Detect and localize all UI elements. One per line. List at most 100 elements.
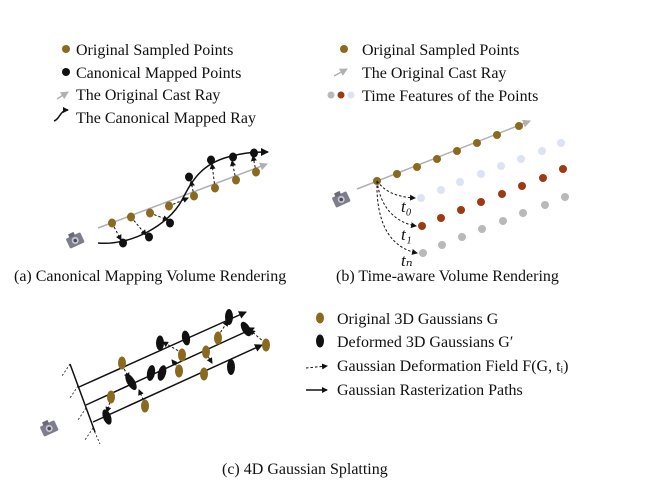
- gaussian: [102, 409, 112, 425]
- point: [146, 208, 154, 218]
- gaussian: [227, 359, 235, 375]
- gaussian: [157, 365, 167, 381]
- legend-a-gold-dot: [62, 45, 70, 53]
- point: [211, 183, 219, 193]
- gaussian: [156, 335, 164, 351]
- feature-point: [538, 147, 546, 155]
- legend-a-label-canonical-ray: The Canonical Mapped Ray: [76, 110, 256, 127]
- feature-point: [456, 178, 464, 186]
- time-arrows-b: [376, 180, 418, 255]
- original-points-b: [373, 122, 523, 185]
- feature-point: [477, 170, 485, 178]
- gaussian: [214, 331, 222, 345]
- legend-b-gray-ray-icon: [333, 68, 348, 77]
- gaussian: [107, 390, 115, 404]
- feature-point: [418, 222, 426, 230]
- gaussian: [240, 321, 252, 337]
- point: [413, 163, 421, 171]
- time-features-t1: [418, 165, 567, 230]
- plane-hatching: [61, 363, 101, 445]
- point: [165, 201, 173, 211]
- point: [252, 167, 260, 177]
- point: [493, 131, 501, 139]
- gaussian: [125, 373, 137, 391]
- time-label-t1: t₁: [401, 225, 412, 244]
- feature-point: [557, 139, 565, 147]
- time-label-t0: t₀: [401, 197, 412, 216]
- gaussian: [200, 367, 208, 381]
- original-points-a: [108, 167, 260, 228]
- legend-b-label-original-points: Original Sampled Points: [362, 42, 519, 59]
- legend-a-label-original-points: Original Sampled Points: [76, 42, 233, 59]
- legend-c-label-original: Original 3D Gaussians G: [337, 311, 499, 328]
- point: [127, 212, 135, 222]
- cast-ray-b: [356, 119, 531, 190]
- point: [190, 191, 198, 201]
- feature-point: [518, 182, 526, 190]
- legend-a: Original Sampled Points Canonical Mapped…: [53, 42, 256, 127]
- time-label-tn: tₙ: [401, 251, 413, 270]
- legend-a-label-canonical-points: Canonical Mapped Points: [76, 65, 241, 82]
- legend-b-label-time-features: Time Features of the Points: [362, 88, 538, 105]
- point: [433, 155, 441, 163]
- feature-point: [559, 165, 567, 173]
- point: [229, 152, 237, 162]
- feature-point: [561, 193, 569, 201]
- point: [473, 139, 481, 147]
- legend-c-gold-gaussian: [316, 312, 324, 324]
- diagram-c: [40, 309, 270, 445]
- legend-b-feature-red-dot: [337, 91, 345, 99]
- gaussian: [175, 364, 183, 378]
- gaussian: [225, 309, 233, 325]
- point: [393, 170, 401, 178]
- point: [108, 218, 116, 228]
- canonical-ray-a: [97, 148, 269, 245]
- feature-point: [519, 209, 527, 217]
- legend-c-label-deformed: Deformed 3D Gaussians G′: [337, 334, 513, 351]
- point: [185, 172, 193, 182]
- point: [166, 218, 174, 228]
- caption-b: (b) Time-aware Volume Rendering: [336, 268, 559, 285]
- legend-a-label-cast-ray: The Original Cast Ray: [76, 87, 220, 104]
- time-features-t0: [417, 139, 565, 202]
- feature-point: [437, 186, 445, 194]
- time-features-tn: [419, 193, 569, 257]
- legend-b: Original Sampled Points The Original Cas…: [327, 42, 538, 105]
- gaussian: [146, 365, 156, 381]
- gaussian: [118, 356, 126, 370]
- cast-ray-a: [97, 162, 268, 229]
- legend-b-gold-dot: [340, 45, 348, 53]
- legend-c-label-rasterization: Gaussian Rasterization Paths: [337, 382, 523, 399]
- feature-point: [541, 201, 549, 209]
- legend-a-gray-ray-icon: [56, 91, 69, 100]
- legend-b-feature-blue-dot: [347, 91, 355, 99]
- camera-icon: [332, 190, 351, 208]
- feature-point: [419, 249, 427, 257]
- caption-a: (a) Canonical Mapping Volume Rendering: [14, 268, 286, 285]
- point: [515, 122, 523, 130]
- point: [453, 147, 461, 155]
- image-plane: [69, 363, 96, 433]
- feature-point: [499, 217, 507, 225]
- legend-a-black-dot: [62, 68, 70, 76]
- point: [250, 148, 258, 158]
- legend-a-curved-ray-icon: [53, 107, 69, 122]
- feature-point: [457, 206, 465, 214]
- feature-point: [478, 225, 486, 233]
- mapping-arrows-a: [111, 155, 257, 241]
- point: [207, 155, 215, 165]
- feature-point: [498, 190, 506, 198]
- gaussian: [262, 338, 270, 352]
- diagram-b: t₀ t₁ tₙ: [332, 119, 569, 270]
- point: [145, 232, 153, 242]
- gaussian: [181, 330, 191, 346]
- gaussian: [202, 345, 210, 359]
- point: [119, 238, 127, 248]
- legend-c-dashed-arrow-icon: [305, 363, 328, 370]
- point: [232, 175, 240, 185]
- canonical-points-a: [119, 148, 258, 248]
- feature-point: [437, 214, 445, 222]
- feature-point: [417, 194, 425, 202]
- legend-c-label-deformation: Gaussian Deformation Field F(G, tᵢ): [337, 358, 568, 375]
